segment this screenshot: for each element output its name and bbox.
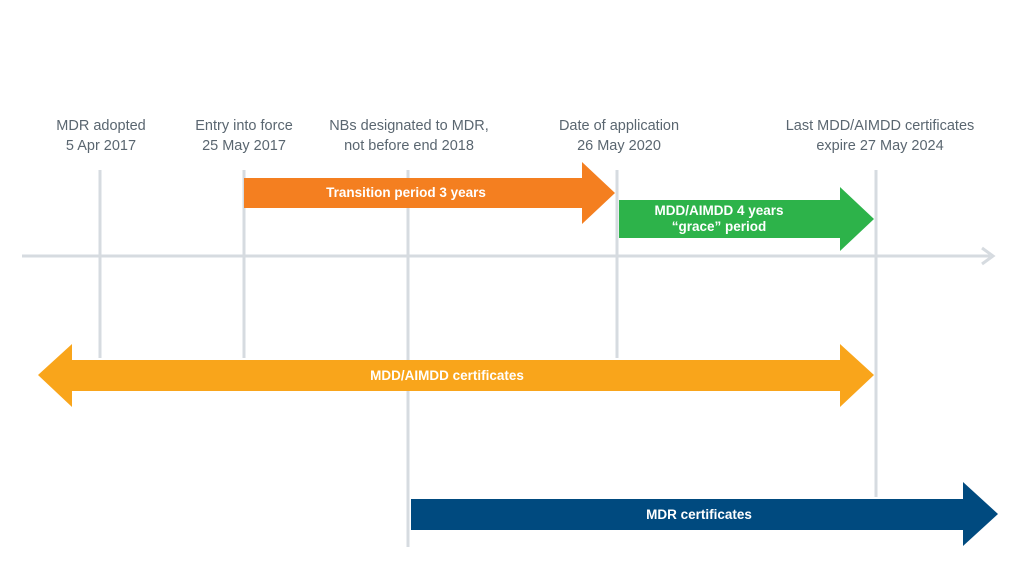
milestone-label: Last MDD/AIMDD certificates xyxy=(785,118,975,134)
milestone-date: expire 27 May 2024 xyxy=(816,138,944,154)
grace-period-line2: “grace” period xyxy=(671,219,767,234)
mdd-certificates-label: MDD/AIMDD certificates xyxy=(370,368,524,383)
milestone-label: NBs designated to MDR, xyxy=(329,118,489,134)
grace-period-line1: MDD/AIMDD 4 years xyxy=(654,203,784,218)
milestone-entry-into-force: Entry into force 25 May 2017 xyxy=(195,116,293,156)
time-axis-arrowhead xyxy=(981,246,996,266)
milestone-date-of-application: Date of application 26 May 2020 xyxy=(559,116,679,156)
milestone-date: not before end 2018 xyxy=(344,138,474,154)
grace-period-label: MDD/AIMDD 4 years “grace” period xyxy=(654,203,783,235)
milestone-date: 26 May 2020 xyxy=(577,138,661,154)
milestone-certificates-expire: Last MDD/AIMDD certificates expire 27 Ma… xyxy=(786,116,975,156)
milestone-label: Date of application xyxy=(558,118,680,134)
transition-period-arrow xyxy=(244,162,615,224)
mdr-certificates-arrow xyxy=(411,482,998,546)
milestone-date: 5 Apr 2017 xyxy=(65,138,137,154)
milestone-date: 25 May 2017 xyxy=(202,138,286,154)
mdd-certificates-arrow xyxy=(38,344,874,407)
milestone-label: Entry into force xyxy=(195,118,293,134)
milestone-label: MDR adopted xyxy=(56,118,146,134)
grace-period-arrow xyxy=(619,187,874,251)
milestone-nbs-designated: NBs designated to MDR, not before end 20… xyxy=(329,116,489,156)
milestone-mdr-adopted: MDR adopted 5 Apr 2017 xyxy=(56,116,145,156)
mdr-certificates-label: MDR certificates xyxy=(646,507,752,522)
transition-period-label: Transition period 3 years xyxy=(326,185,486,200)
